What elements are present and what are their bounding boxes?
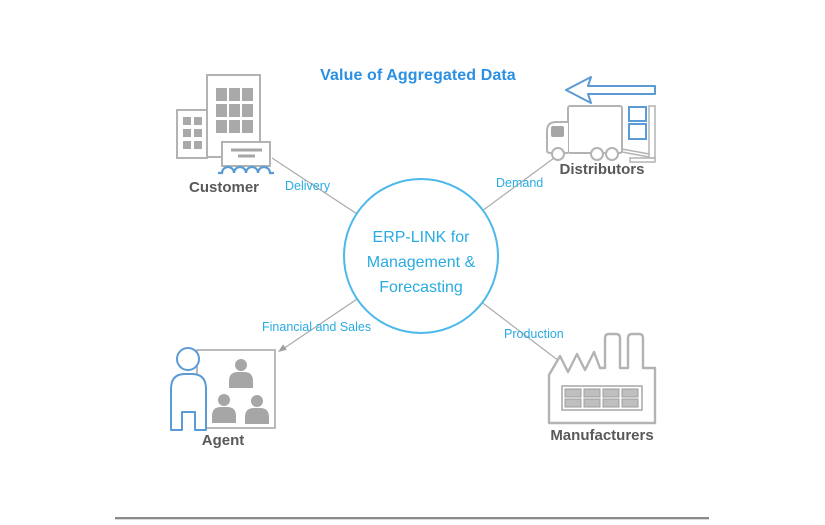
receipt-icon [221,141,271,167]
truck-window [551,126,564,137]
left-arrow-icon [565,76,656,104]
hub-label-line3: Forecasting [379,279,463,296]
node-label-customer: Customer [188,179,259,196]
connector-label-production: Production [504,327,564,341]
truck-wheel [551,147,565,161]
presenter-body [170,373,207,431]
connector-label-delivery: Delivery [285,179,331,193]
cargo-box-icon [628,123,647,140]
truck-body [567,105,623,154]
manufacturers-factory-icon [547,332,657,425]
hub-label: ERP-LINK for Management & Forecasting [346,225,496,300]
diagram-title: Value of Aggregated Data [320,67,516,84]
receipt-scallop-icon [218,165,274,175]
small-building-windows [183,117,202,149]
truck-wheel [605,147,619,161]
arrowhead-icon [278,344,287,352]
connector-label-demand: Demand [496,176,544,190]
node-label-distributors: Distributors [559,161,645,178]
cargo-box-icon [628,106,647,122]
large-building-windows [216,88,253,133]
distributors-truck-icon [546,76,656,163]
hub-label-line2: Management & [366,254,476,271]
page-divider-line [115,517,709,520]
factory-window-panes [564,388,639,408]
forklift-mast [648,105,656,159]
customer-buildings-icon [176,74,274,175]
presenter-head [176,347,200,371]
node-label-manufacturers: Manufacturers [550,427,654,444]
hub-label-line1: ERP-LINK for [372,229,470,246]
hub-circle [343,178,499,334]
audience-silhouettes [212,359,269,424]
agent-presenter-icon [170,347,276,431]
node-label-agent: Agent [201,432,245,449]
truck-wheel [590,147,604,161]
connector-label-financial-and-sales: Financial and Sales [262,320,372,334]
